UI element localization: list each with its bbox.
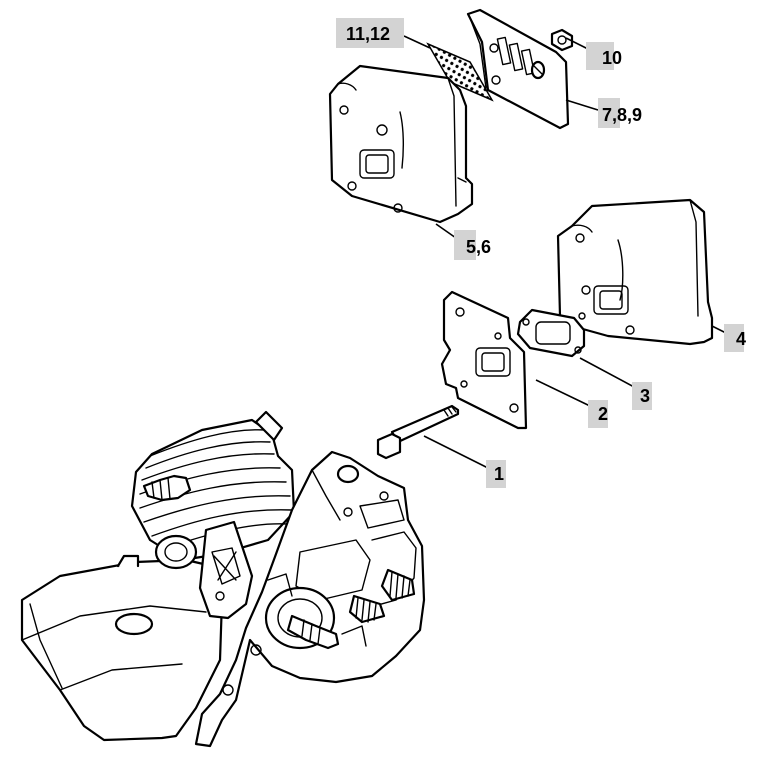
- leader-7-8-9: [565, 99, 599, 111]
- mounting-plate: [440, 290, 528, 430]
- callout-4: 4: [724, 324, 746, 352]
- heat-shield: [466, 8, 570, 130]
- leader-5-6: [435, 223, 457, 239]
- muffler-upper: [328, 64, 474, 224]
- gasket: [516, 308, 586, 358]
- callout-3: 3: [632, 382, 652, 410]
- leader-2: [535, 379, 591, 407]
- callout-1-text: 1: [494, 464, 504, 484]
- muffler-lower: [556, 198, 714, 346]
- callout-5-6-text: 5,6: [466, 237, 491, 257]
- bolt: [376, 404, 460, 460]
- callout-7-8-9-text: 7,8,9: [602, 105, 642, 125]
- callout-11-12-text: 11,12: [346, 24, 390, 44]
- callout-labels: 11,12 10 7,8,9 5,6 4 3 2 1: [336, 18, 746, 488]
- callout-2-text: 2: [598, 404, 608, 424]
- callout-3-text: 3: [640, 386, 650, 406]
- callout-10-text: 10: [602, 48, 622, 68]
- callout-2: 2: [588, 400, 608, 428]
- leader-1: [423, 435, 489, 469]
- callout-10: 10: [586, 42, 622, 70]
- engine-assembly: [20, 410, 426, 748]
- callout-4-text: 4: [736, 329, 746, 349]
- callout-1: 1: [486, 460, 506, 488]
- hex-nut: [550, 28, 574, 52]
- callout-5-6: 5,6: [454, 230, 491, 260]
- callout-7-8-9: 7,8,9: [598, 98, 642, 128]
- callout-11-12: 11,12: [336, 18, 404, 48]
- leader-3: [579, 357, 637, 389]
- leader-11-12: [403, 35, 431, 49]
- spark-arrestor-screen: [426, 42, 494, 102]
